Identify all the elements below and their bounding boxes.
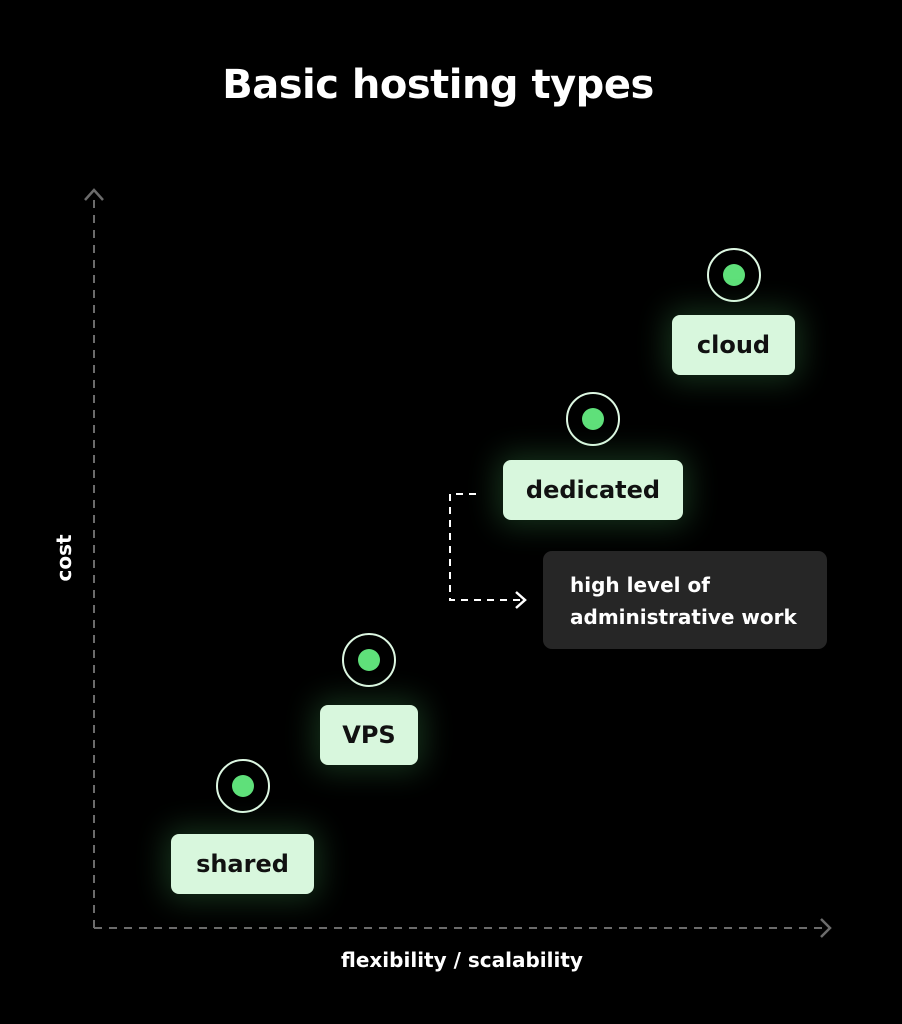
dedicated-label: dedicated bbox=[503, 460, 683, 520]
callout-line-2: administrative work bbox=[570, 605, 797, 629]
dedicated-marker-icon bbox=[566, 392, 620, 446]
x-axis-label: flexibility / scalability bbox=[341, 948, 583, 972]
y-axis-arrowhead bbox=[84, 188, 104, 201]
shared-marker-icon bbox=[216, 759, 270, 813]
shared-label: shared bbox=[171, 834, 314, 894]
callout-connector-arrowhead bbox=[515, 591, 527, 609]
diagram-title: Basic hosting types bbox=[222, 62, 654, 108]
vps-marker-icon bbox=[342, 633, 396, 687]
x-axis-arrowhead bbox=[820, 918, 832, 938]
callout-line-1: high level of bbox=[570, 573, 710, 597]
vps-label: VPS bbox=[320, 705, 418, 765]
callout-connector bbox=[449, 493, 522, 601]
cloud-label: cloud bbox=[672, 315, 795, 375]
y-axis-label: cost bbox=[52, 534, 76, 582]
admin-work-callout: high level of administrative work bbox=[543, 551, 827, 649]
cloud-marker-icon bbox=[707, 248, 761, 302]
